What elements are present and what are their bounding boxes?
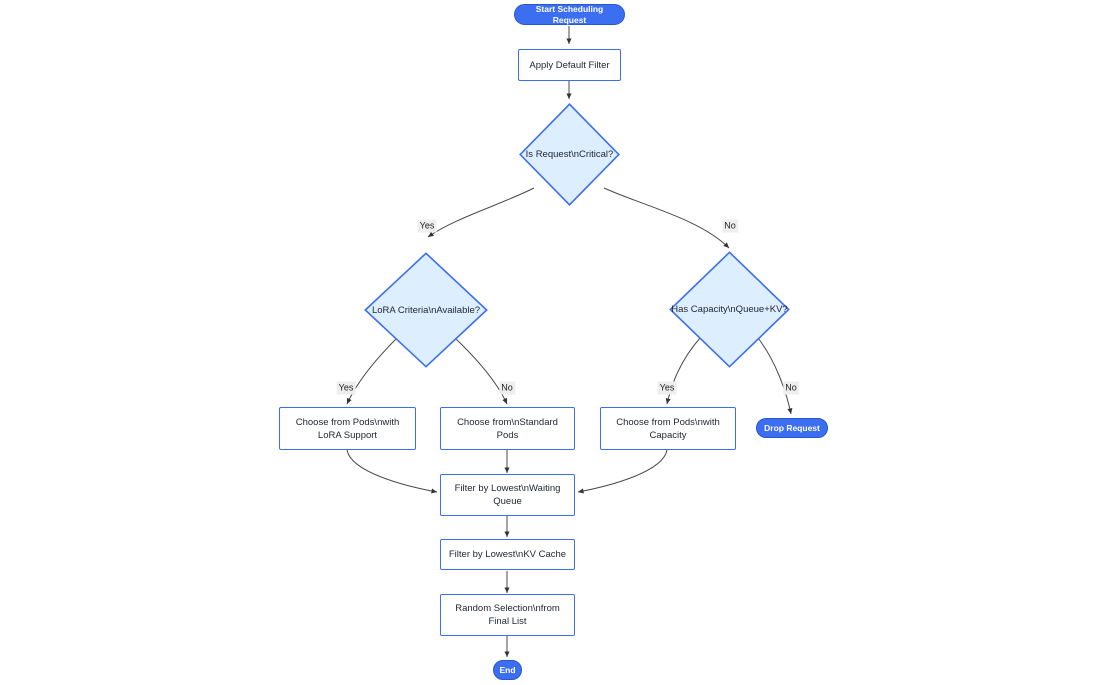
node-filter-lowest-kv-cache-label: Filter by Lowest\nKV Cache (448, 549, 567, 560)
node-drop-request-label: Drop Request (764, 422, 820, 433)
node-end-label: End (499, 664, 516, 675)
node-has-capacity[interactable]: Has Capacity\nQueue+KV? (669, 251, 790, 368)
edge-label-capacity-yes: Yes (657, 381, 677, 395)
edge-label-lora-no: No (499, 381, 515, 395)
edge-choose-capacity-to-filter-queue (577, 449, 668, 494)
node-has-capacity-label: Has Capacity\nQueue+KV? (671, 304, 788, 315)
node-is-request-critical-label: Is Request\nCritical? (525, 149, 614, 160)
node-start[interactable]: Start Scheduling Request (514, 4, 625, 25)
edge-is-critical-to-capacity (603, 187, 730, 249)
node-choose-standard-pods-label: Choose from\nStandard Pods (457, 416, 558, 441)
diamond-shape-icon (519, 103, 620, 206)
node-drop-request[interactable]: Drop Request (756, 418, 828, 438)
node-end[interactable]: End (493, 660, 522, 680)
diamond-shape-icon (669, 251, 790, 368)
node-filter-lowest-waiting-queue[interactable]: Filter by Lowest\nWaiting Queue (440, 474, 575, 516)
node-is-request-critical[interactable]: Is Request\nCritical? (519, 103, 620, 206)
node-apply-default-filter-label: Apply Default Filter (529, 59, 610, 71)
node-choose-standard-pods[interactable]: Choose from\nStandard Pods (440, 407, 575, 450)
node-filter-lowest-kv-cache[interactable]: Filter by Lowest\nKV Cache (440, 539, 575, 570)
node-choose-pods-capacity-label: Choose from Pods\nwith Capacity (616, 416, 720, 441)
node-choose-pods-lora-support-label: Choose from Pods\nwith LoRA Support (295, 416, 400, 441)
node-apply-default-filter[interactable]: Apply Default Filter (518, 49, 621, 81)
node-lora-criteria-available[interactable]: LoRA Criteria\nAvailable? (364, 252, 488, 368)
diamond-shape-icon (364, 252, 488, 368)
node-filter-lowest-waiting-queue-label: Filter by Lowest\nWaiting Queue (454, 483, 561, 507)
node-start-label: Start Scheduling Request (535, 3, 604, 25)
node-lora-criteria-available-label: LoRA Criteria\nAvailable? (371, 304, 481, 316)
edge-label-capacity-no: No (783, 381, 799, 395)
edge-label-critical-yes: Yes (417, 219, 437, 233)
node-choose-pods-capacity[interactable]: Choose from Pods\nwith Capacity (600, 407, 736, 450)
edge-label-critical-no: No (722, 219, 738, 233)
node-random-selection-final-list[interactable]: Random Selection\nfrom Final List (440, 594, 575, 636)
node-choose-pods-lora-support[interactable]: Choose from Pods\nwith LoRA Support (279, 407, 416, 450)
edge-label-lora-yes: Yes (336, 381, 356, 395)
node-random-selection-final-list-label: Random Selection\nfrom Final List (455, 603, 560, 627)
edge-choose-lora-to-filter-queue (346, 449, 438, 494)
